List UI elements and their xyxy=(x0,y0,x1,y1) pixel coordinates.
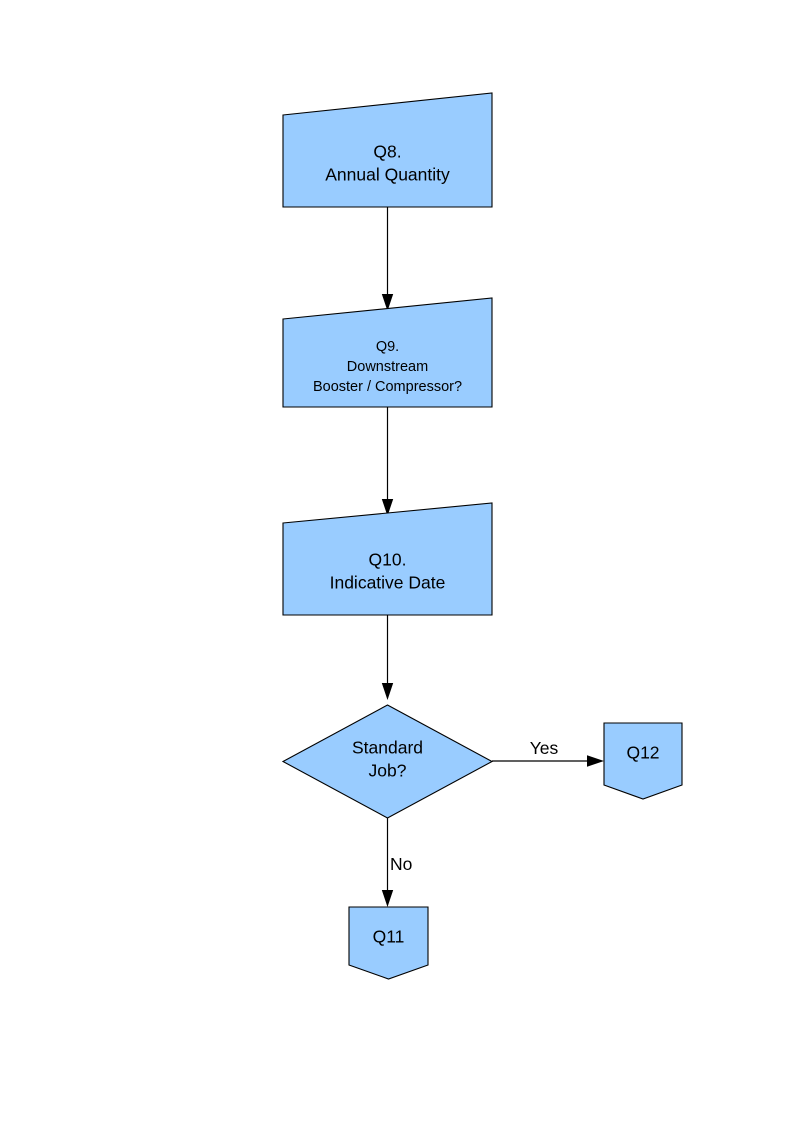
edge-q9-to-q10 xyxy=(381,407,394,516)
arrowhead-q10-decision xyxy=(381,683,394,700)
node-q10-line-1: Q10. xyxy=(369,550,407,570)
node-q10-shape[interactable] xyxy=(282,502,493,616)
node-q8-line-2: Annual Quantity xyxy=(325,165,450,185)
node-decision-standard-job[interactable]: Standard Job? xyxy=(281,704,494,819)
node-q11-label: Q11 xyxy=(373,927,405,947)
edge-label-yes: Yes xyxy=(530,738,559,758)
arrowhead-q8-q9 xyxy=(381,294,394,311)
arrowhead-decision-q11 xyxy=(381,890,394,907)
edge-decision-to-q11 xyxy=(381,818,394,907)
node-q12-label: Q12 xyxy=(626,743,659,763)
node-q9-shape[interactable] xyxy=(282,297,493,408)
node-q9[interactable]: Q9. Downstream Booster / Compressor? xyxy=(282,297,493,408)
node-decision-line-1: Standard xyxy=(352,738,423,758)
node-q12[interactable]: Q12 xyxy=(603,722,683,800)
node-q9-line-2: Downstream xyxy=(347,359,428,375)
node-q11[interactable]: Q11 xyxy=(348,906,429,980)
edge-label-no: No xyxy=(390,854,412,874)
node-q9-line-3: Booster / Compressor? xyxy=(313,379,462,395)
node-q8-line-1: Q8. xyxy=(373,142,401,162)
edge-q10-to-decision xyxy=(381,615,394,700)
edge-q8-to-q9 xyxy=(381,207,394,311)
node-q9-line-1: Q9. xyxy=(376,339,399,355)
node-q10[interactable]: Q10. Indicative Date xyxy=(282,502,493,616)
node-q8[interactable]: Q8. Annual Quantity xyxy=(282,92,493,208)
node-q11-shape[interactable] xyxy=(348,906,429,980)
node-decision-shape[interactable] xyxy=(281,704,494,819)
node-q8-shape[interactable] xyxy=(282,92,493,208)
node-q10-line-2: Indicative Date xyxy=(330,573,446,593)
edge-decision-to-q12 xyxy=(492,755,604,767)
arrowhead-decision-q12 xyxy=(587,755,604,767)
node-decision-line-2: Job? xyxy=(369,761,407,781)
arrowhead-q9-q10 xyxy=(381,499,394,516)
node-q12-shape[interactable] xyxy=(603,722,683,800)
